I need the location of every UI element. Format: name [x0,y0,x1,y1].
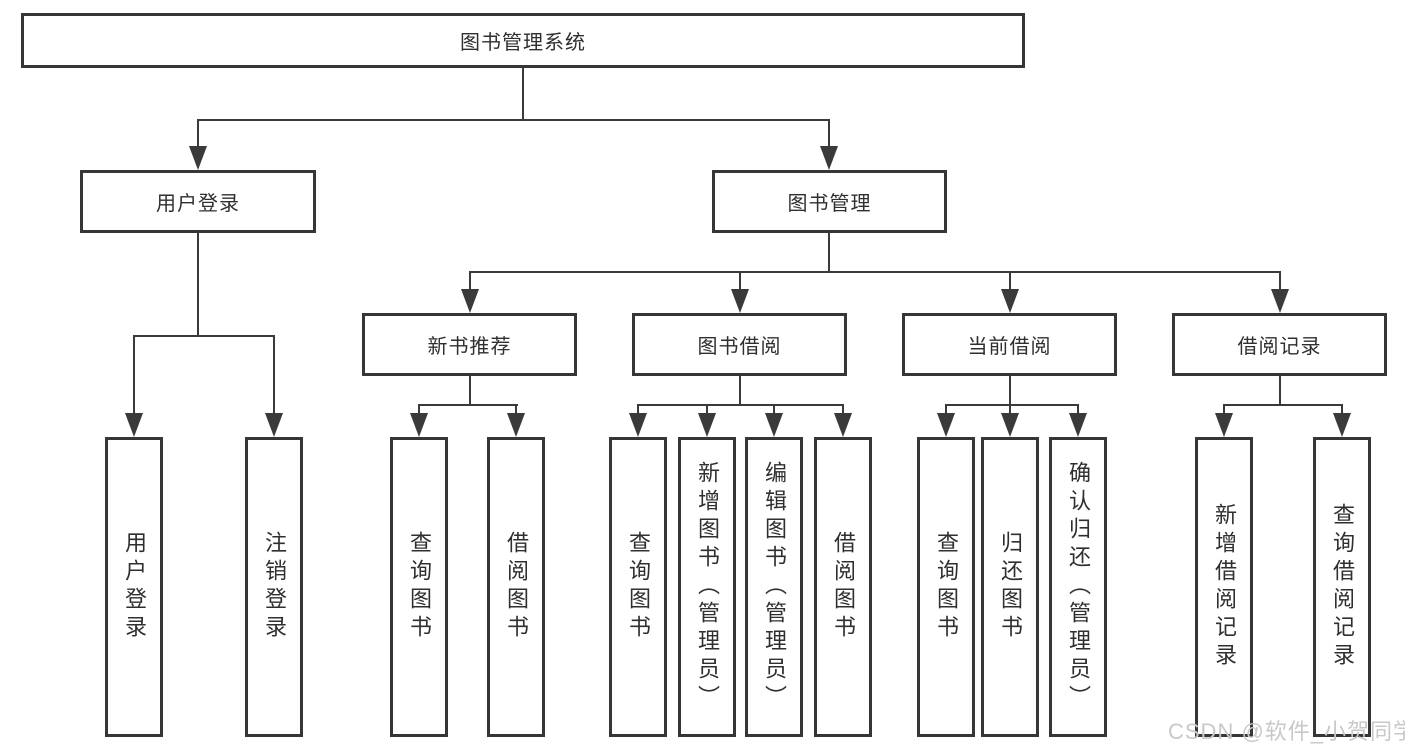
arrowhead-bw-leaf3 [765,413,783,437]
arrowhead-records [1271,289,1289,313]
leaf-borrow-books-2: 借阅图书 [814,437,872,737]
connector-stem-bw-leaf2 [706,404,708,413]
leaf-label: 注销登录 [262,531,287,643]
connector-bus-current-leaves [945,404,1079,406]
connector-stem-bw-leaf3 [773,404,775,413]
leaf-label: 用户登录 [122,531,147,643]
leaf-edit-books-admin: 编辑图书（管理员） [745,437,803,737]
arrowhead-bw-leaf4 [834,413,852,437]
leaf-add-books-admin: 新增图书（管理员） [678,437,736,737]
connector-stem-book-management [828,119,830,146]
leaf-label: 归还图书 [998,531,1023,643]
csdn-watermark: CSDN @软件_小贺同学 [1168,719,1405,744]
node-user-login: 用户登录 [80,170,316,233]
arrowhead-bw-leaf1 [629,413,647,437]
connector-records-stem [1279,376,1281,406]
node-root-library-system: 图书管理系统 [21,13,1025,68]
leaf-user-login: 用户登录 [105,437,163,737]
node-borrow-records: 借阅记录 [1172,313,1387,376]
connector-stem-leaf-logout [273,335,275,413]
arrowhead-borrowing [731,289,749,313]
leaf-label: 编辑图书（管理员） [762,461,787,713]
leaf-label: 借阅图书 [831,531,856,643]
arrowhead-cb-leaf1 [937,413,955,437]
leaf-add-borrow-record: 新增借阅记录 [1195,437,1253,737]
leaf-label: 确认归还（管理员） [1066,461,1091,713]
connector-bus-user-leaves [133,335,275,337]
connector-stem-rc-leaf2 [1341,404,1343,413]
connector-newbook-stem [469,376,471,406]
connector-stem-new-book [469,271,471,291]
node-label: 图书借阅 [697,336,782,358]
arrowhead-bw-leaf2 [698,413,716,437]
node-label: 当前借阅 [967,336,1052,358]
arrowhead-nb-leaf1 [410,413,428,437]
connector-stem-leaf-user-login [133,335,135,413]
node-label: 图书管理 [787,193,872,215]
connector-bus-records-leaves [1223,404,1343,406]
node-label: 新书推荐 [427,336,512,358]
leaf-query-books-3: 查询图书 [917,437,975,737]
node-book-borrowing: 图书借阅 [632,313,847,376]
connector-bus-newbook-leaves [418,404,518,406]
node-book-management: 图书管理 [712,170,947,233]
connector-stem-current [1009,271,1011,291]
leaf-label: 新增图书（管理员） [695,461,720,713]
connector-stem-bw-leaf4 [842,404,844,413]
connector-userlogin-stem [197,233,199,337]
leaf-label: 查询图书 [407,531,432,643]
arrowhead-rc-leaf1 [1215,413,1233,437]
leaf-label: 新增借阅记录 [1212,503,1237,671]
node-current-borrowing: 当前借阅 [902,313,1117,376]
arrowhead-book-management [820,146,838,170]
node-label: 用户登录 [156,193,240,215]
leaf-label: 查询借阅记录 [1330,503,1355,671]
arrowhead-leaf-logout [265,413,283,437]
connector-stem-user-login [197,119,199,146]
connector-stem-records [1279,271,1281,291]
leaf-label: 查询图书 [934,531,959,643]
arrowhead-new-book [461,289,479,313]
connector-current-stem [1009,376,1011,406]
leaf-confirm-return-admin: 确认归还（管理员） [1049,437,1107,737]
connector-bus-level3 [469,271,1281,273]
node-new-book-recommend: 新书推荐 [362,313,577,376]
leaf-logout: 注销登录 [245,437,303,737]
arrowhead-user-login [189,146,207,170]
arrowhead-cb-leaf3 [1069,413,1087,437]
arrowhead-cb-leaf2 [1001,413,1019,437]
connector-stem-nb-leaf1 [418,404,420,413]
leaf-label: 借阅图书 [504,531,529,643]
node-label: 借阅记录 [1237,336,1322,358]
arrowhead-nb-leaf2 [507,413,525,437]
arrowhead-leaf-user-login [125,413,143,437]
leaf-query-books-1: 查询图书 [390,437,448,737]
leaf-query-borrow-record: 查询借阅记录 [1313,437,1371,737]
node-label: 图书管理系统 [460,32,586,54]
connector-stem-bw-leaf1 [637,404,639,413]
connector-borrowing-stem [739,376,741,406]
leaf-label: 查询图书 [626,531,651,643]
connector-bus-level2 [197,119,829,121]
connector-bus-borrowing-leaves [637,404,844,406]
arrowhead-current [1001,289,1019,313]
leaf-query-books-2: 查询图书 [609,437,667,737]
connector-stem-borrowing [739,271,741,291]
connector-stem-cb-leaf1 [945,404,947,413]
connector-stem-nb-leaf2 [515,404,517,413]
arrowhead-rc-leaf2 [1333,413,1351,437]
connector-root-stem [522,68,524,120]
connector-stem-cb-leaf2 [1009,404,1011,413]
connector-stem-cb-leaf3 [1077,404,1079,413]
leaf-borrow-books-1: 借阅图书 [487,437,545,737]
connector-stem-rc-leaf1 [1223,404,1225,413]
leaf-return-books: 归还图书 [981,437,1039,737]
connector-bookmgmt-stem [828,233,830,273]
